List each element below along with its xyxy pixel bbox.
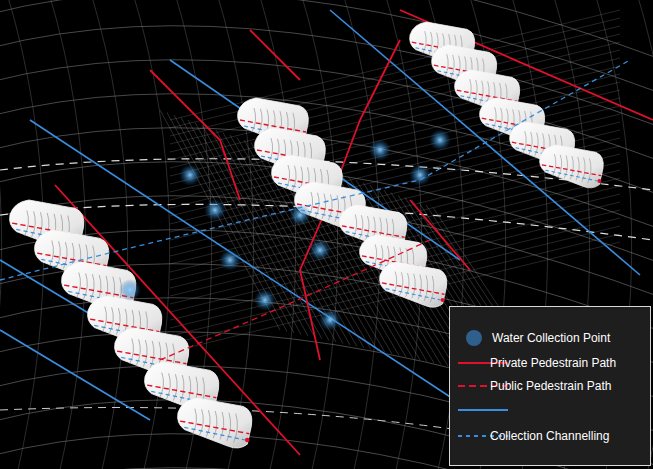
mesh-line [170,82,620,192]
legend-label: Collection Channelling [490,429,609,443]
legend-label: Public Pedestrain Path [490,379,611,393]
private-path-line [55,185,300,455]
blue-flow-line [170,60,460,260]
channelling-line [0,60,630,280]
legend-panel: Water Collection PointPrivate Pedestrain… [449,306,651,466]
public-path-line [457,90,518,101]
channelling-line [386,289,441,300]
grid-curve [90,0,128,469]
channelling-line [184,427,245,440]
mesh-line [170,114,620,224]
water-collection-point [409,164,431,186]
mesh-line [223,133,343,344]
grid-curve [300,0,338,469]
shell-body [380,262,447,307]
water-collection-point [309,239,331,261]
path-node [245,438,250,443]
mesh-line [170,242,620,352]
mesh-line [293,158,413,359]
roof-shell [380,262,447,307]
mesh-line [230,135,350,345]
water-collection-point [119,279,141,301]
mesh-line [244,140,364,348]
grid-curve [0,468,653,469]
public-path-line [37,253,106,266]
grid-curve [0,0,653,94]
public-path-line [90,319,159,332]
roof-shell [540,145,604,188]
mesh-line [170,26,620,136]
legend-label: Water Collection Point [492,331,610,345]
legend-label: Private Pedestrain Path [490,356,616,370]
blue-flow-line [30,120,470,410]
shell-body [178,398,252,448]
roof-shell [178,398,252,448]
public-path-line [147,385,216,398]
water-collection-point [219,249,241,271]
public-path-line [180,421,249,434]
water-collection-point [319,309,341,331]
path-node [441,298,445,302]
public-path-line [117,351,186,364]
water-collection-point [254,289,276,311]
water-collection-point [179,164,201,186]
shell-body [540,145,604,188]
public-path-line [382,283,445,294]
water-collection-point [204,199,226,221]
mesh-line [170,202,620,312]
channelling-line [545,170,597,181]
grid-curve [0,0,653,60]
path-node [597,179,601,183]
legend-swatch [466,330,482,346]
private-path-line [150,70,240,200]
blue-flow-line [0,260,200,380]
private-path-line [250,30,300,80]
public-path-line [542,165,601,176]
water-collection-point [429,129,451,151]
mesh-line [170,18,620,128]
public-path-line [160,240,430,360]
water-collection-point [369,139,391,161]
grid-curve [0,0,2,469]
blue-line-sample [458,409,508,411]
